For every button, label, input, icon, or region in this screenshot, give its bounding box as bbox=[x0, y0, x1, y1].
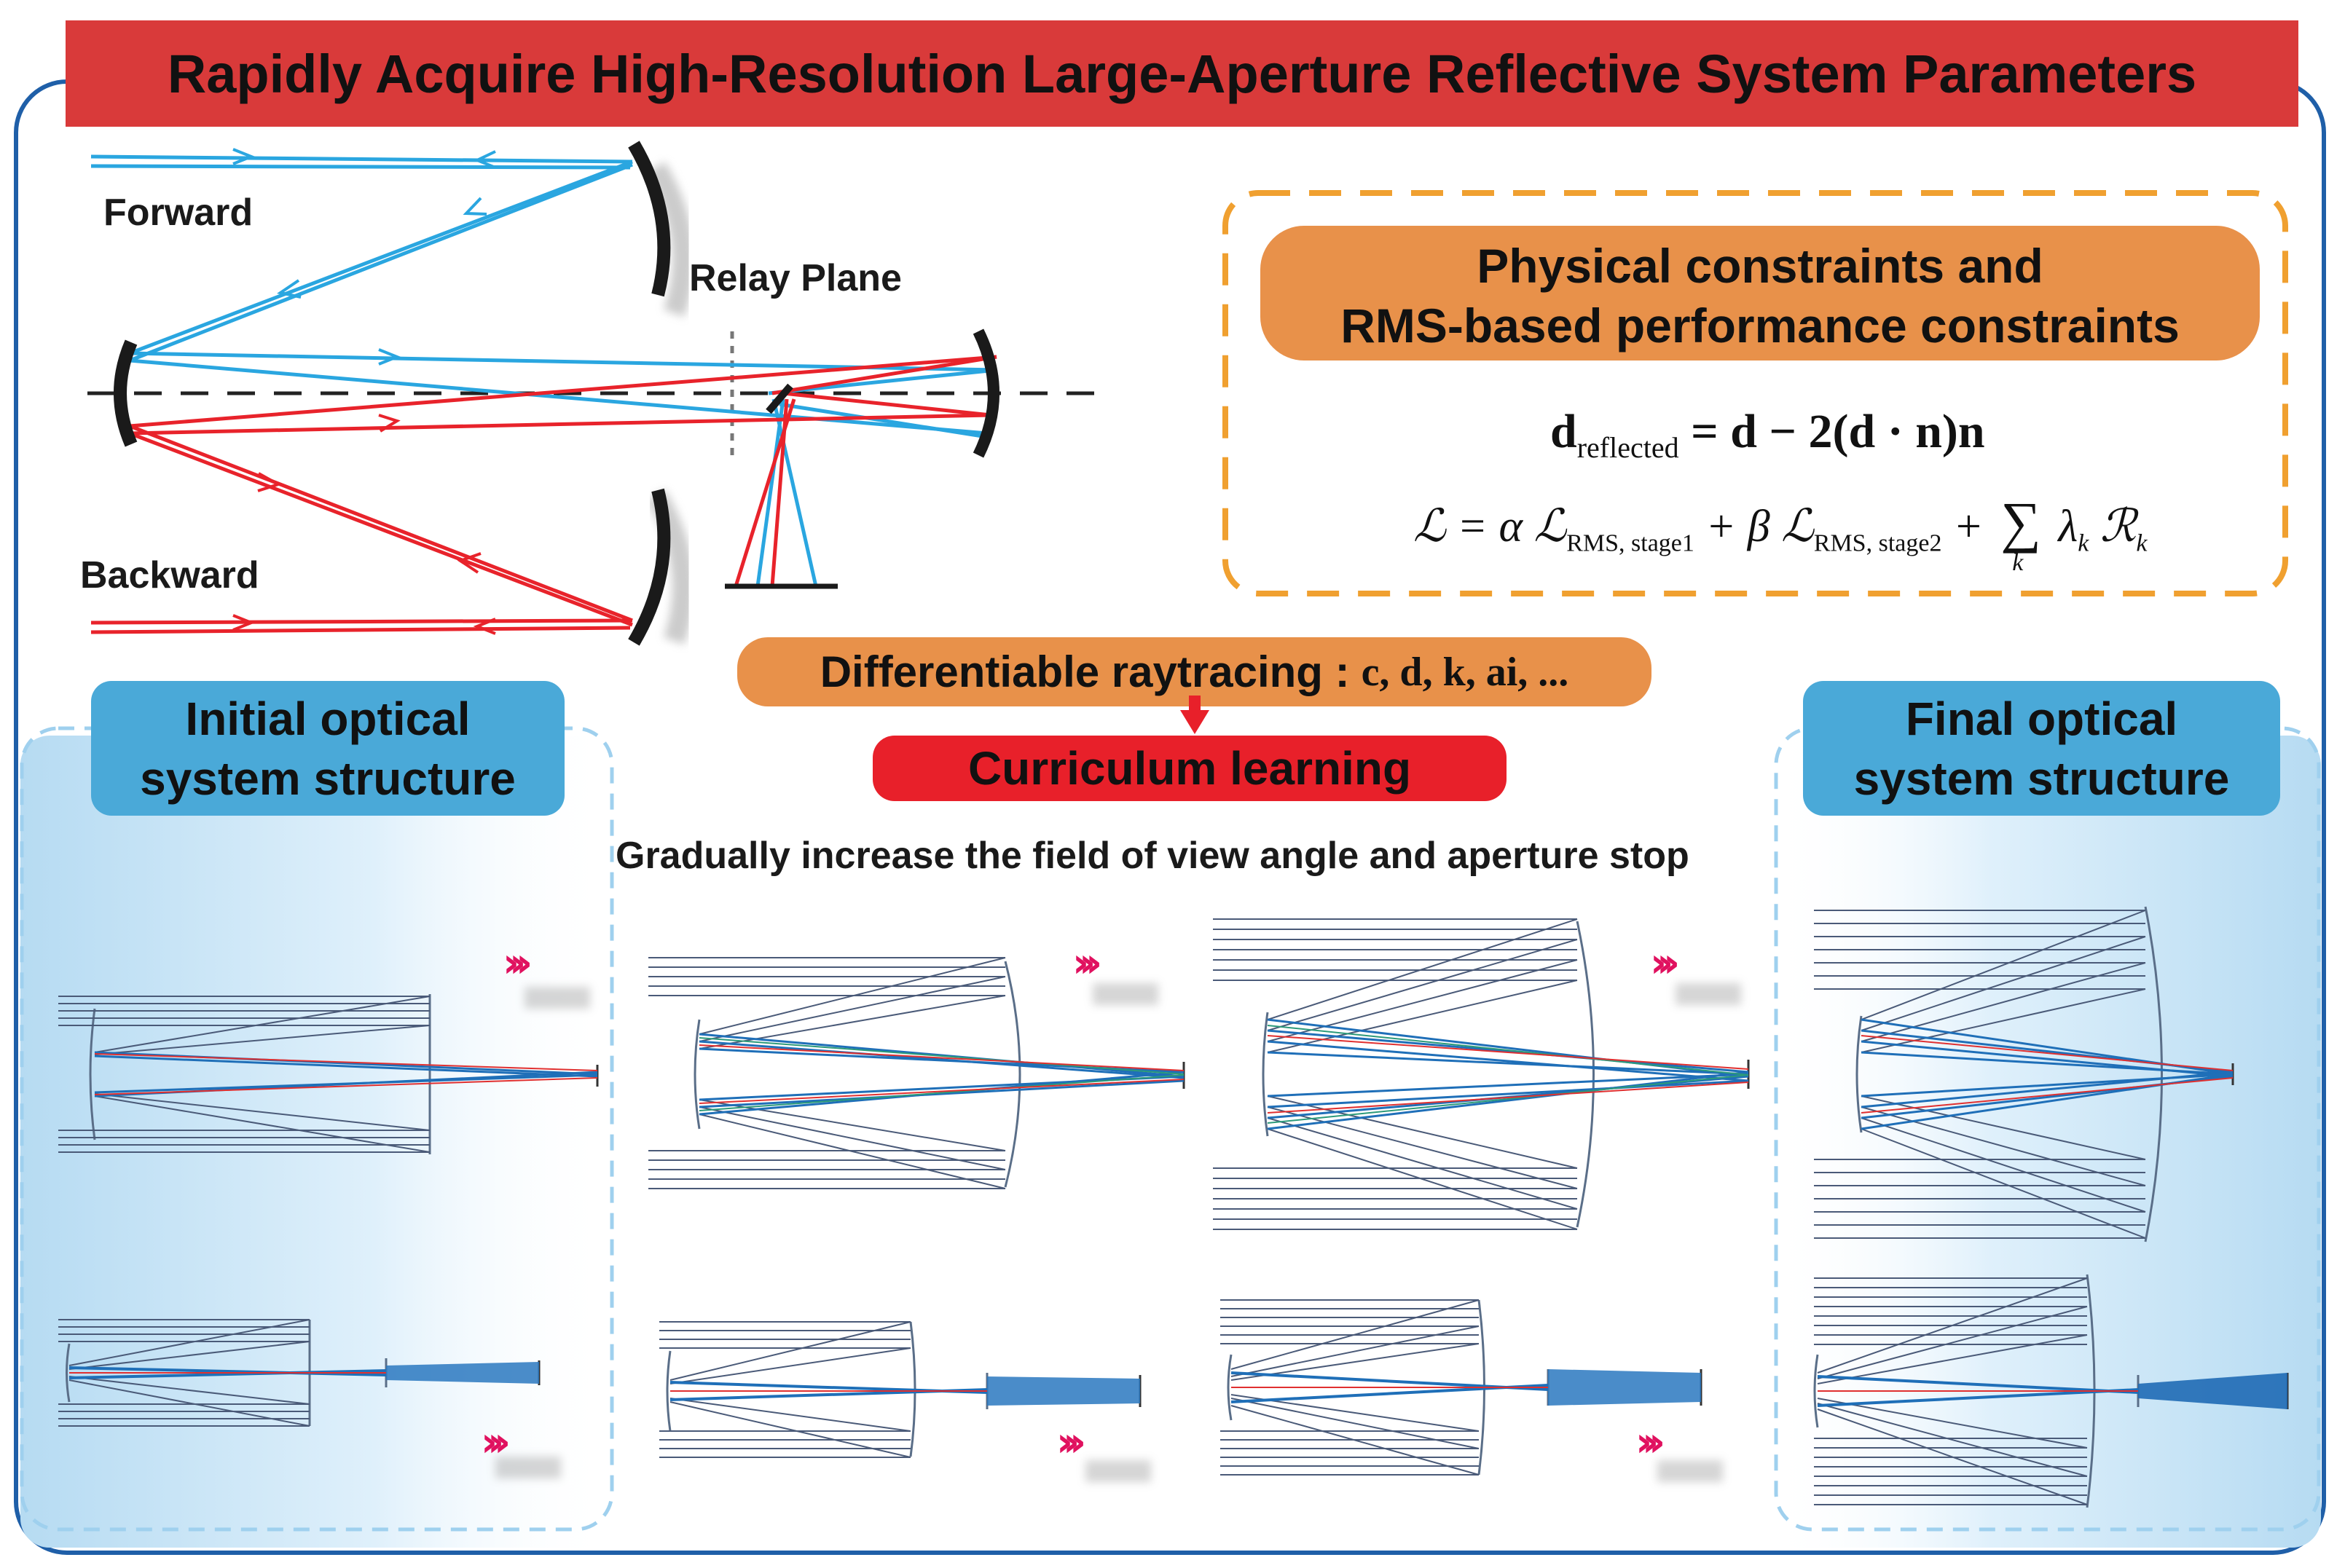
eq2-sub1: RMS, stage1 bbox=[1566, 529, 1694, 557]
gradual-label: Gradually increase the field of view ang… bbox=[616, 835, 1689, 877]
constraints-heading-line1: Physical constraints and bbox=[1477, 238, 2043, 293]
initial-structure-line1: Initial optical bbox=[185, 692, 471, 745]
layout-stage3-top bbox=[1213, 918, 1750, 1230]
chevron-arrow-icon: ››› bbox=[1650, 939, 1680, 987]
layout-stage2-top bbox=[648, 957, 1185, 1189]
final-structure-pill-bg bbox=[1803, 681, 2280, 816]
relay-plane-label: Relay Plane bbox=[689, 257, 902, 299]
eq2-lambda-sub: k bbox=[2078, 529, 2089, 557]
page-title: Rapidly Acquire High-Resolution Large-Ap… bbox=[167, 43, 2197, 104]
constraints-heading: Physical constraints and RMS-based perfo… bbox=[1260, 232, 2260, 359]
curriculum-label: Curriculum learning bbox=[967, 742, 1412, 795]
eq2-R: ℛ bbox=[2099, 502, 2137, 551]
eq2-part2: + β ℒ bbox=[1705, 502, 1814, 551]
chevron-arrow-icon: ››› bbox=[1056, 1419, 1086, 1466]
eq2-lambda: λ bbox=[2058, 502, 2078, 551]
initial-structure-pill-bg bbox=[91, 681, 565, 816]
reflection-equation: dreflected = d − 2(d · n)n bbox=[1550, 404, 1985, 465]
eq1-lhs-sub: reflected bbox=[1576, 431, 1679, 465]
right-dashed-box bbox=[1774, 726, 2321, 1532]
eq2-sum-index: k bbox=[2012, 549, 2024, 576]
eq2-part1: ℒ = α ℒ bbox=[1413, 502, 1567, 551]
ray-direction-arrows bbox=[232, 148, 496, 635]
eq2-sub2: RMS, stage2 bbox=[1813, 529, 1942, 557]
chevron-arrow-icon: ››› bbox=[1635, 1419, 1665, 1466]
secondary-mirror bbox=[114, 339, 138, 447]
forward-label: Forward bbox=[103, 192, 254, 234]
loss-equation: ℒ = α ℒRMS, stage1 + β ℒRMS, stage2 + ∑ … bbox=[1413, 489, 2148, 576]
fold-mirror bbox=[766, 383, 793, 414]
initial-structure-line2: system structure bbox=[140, 752, 516, 805]
tertiary-mirror bbox=[973, 328, 999, 458]
layout-final-top bbox=[1814, 906, 2234, 1242]
curriculum-pill-bg bbox=[873, 736, 1507, 801]
primary-mirror-upper bbox=[628, 141, 671, 297]
eq1-rhs: = d − 2(d · n)n bbox=[1691, 405, 1985, 458]
chevron-arrow-icon: ››› bbox=[503, 939, 533, 987]
chevron-arrow-icon: ››› bbox=[481, 1419, 511, 1466]
right-panel-bg bbox=[1770, 736, 2321, 1548]
final-structure-line2: system structure bbox=[1853, 752, 2230, 805]
raytracing-pill-bg bbox=[737, 637, 1651, 706]
initial-structure-pill: Initial optical system structure bbox=[91, 685, 565, 812]
raytracing-pill: Differentiable raytracing : c, d, k, ai,… bbox=[737, 637, 1651, 706]
eq2-part3: + bbox=[1952, 502, 1984, 551]
layout-final-bottom bbox=[1813, 1274, 2289, 1508]
backward-label: Backward bbox=[80, 554, 259, 596]
constraints-heading-pill-bg bbox=[1260, 226, 2260, 361]
title-banner: Rapidly Acquire High-Resolution Large-Ap… bbox=[66, 20, 2298, 127]
eq1-lhs: d bbox=[1550, 405, 1577, 458]
final-structure-pill: Final optical system structure bbox=[1803, 685, 2280, 812]
optical-path-diagram bbox=[87, 141, 1100, 646]
layout-stage3-bottom bbox=[1220, 1299, 1702, 1476]
left-panel-bg bbox=[20, 736, 610, 1548]
down-arrow-icon bbox=[1180, 710, 1209, 734]
primary-mirror-lower bbox=[628, 488, 671, 646]
layout-initial-top bbox=[58, 994, 599, 1154]
layout-stage2-bottom bbox=[659, 1321, 1142, 1458]
curriculum-pill: Curriculum learning bbox=[873, 736, 1507, 801]
constraints-heading-line2: RMS-based performance constraints bbox=[1340, 298, 2180, 352]
eq2-R-sub: k bbox=[2136, 529, 2148, 557]
layout-initial-bottom bbox=[58, 1319, 541, 1427]
final-structure-line1: Final optical bbox=[1905, 692, 2178, 745]
raytracing-params: c, d, k, ai, ... bbox=[1361, 649, 1569, 695]
raytracing-label: Differentiable raytracing : bbox=[820, 647, 1350, 696]
eq2-sum-symbol: ∑ bbox=[2000, 490, 2041, 553]
chevron-arrow-icon: ››› bbox=[1072, 939, 1102, 987]
backward-rays bbox=[90, 355, 997, 634]
